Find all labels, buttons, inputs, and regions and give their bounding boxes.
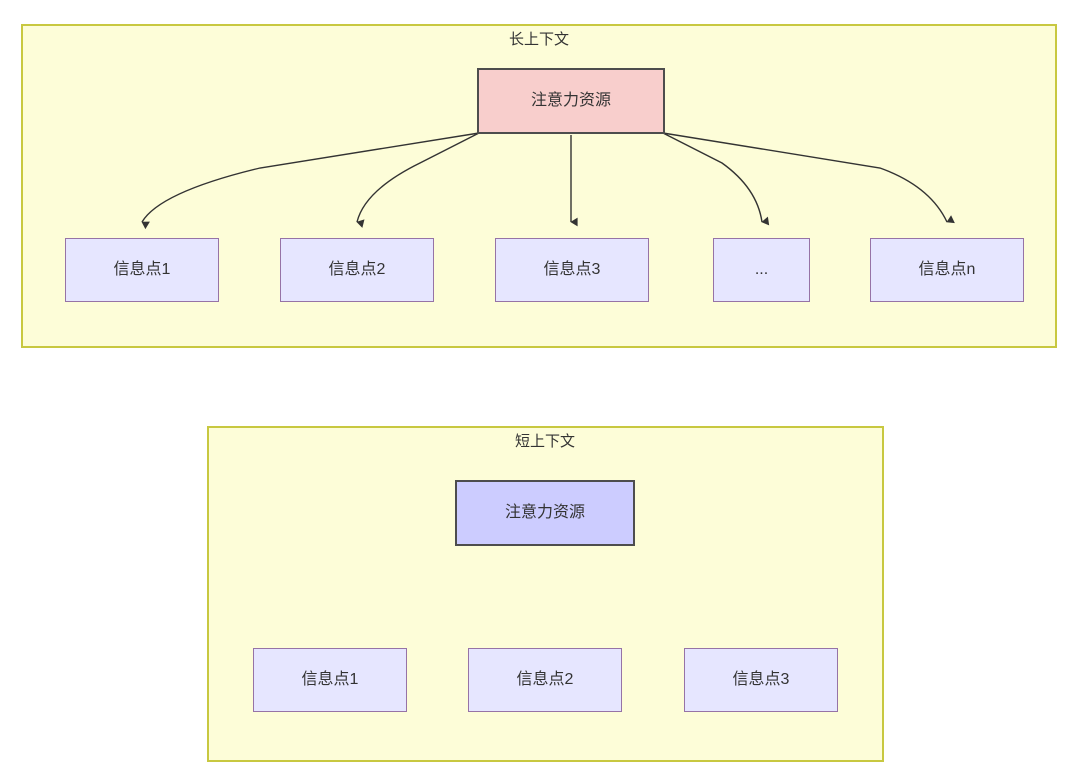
node-info-point-l2[interactable]: 信息点2 <box>280 238 434 302</box>
group-title-short-context: 短上下文 <box>514 433 575 450</box>
node-info-point-ellipsis[interactable]: ... <box>713 238 810 302</box>
node-info-point-ln[interactable]: 信息点n <box>870 238 1024 302</box>
node-info-point-s1[interactable]: 信息点1 <box>253 648 407 712</box>
group-title-long-context: 长上下文 <box>508 31 569 48</box>
node-info-point-s3[interactable]: 信息点3 <box>684 648 838 712</box>
node-attention-resource-short[interactable]: 注意力资源 <box>455 480 635 546</box>
node-info-point-l3[interactable]: 信息点3 <box>495 238 649 302</box>
node-info-point-s2[interactable]: 信息点2 <box>468 648 622 712</box>
node-info-point-l1[interactable]: 信息点1 <box>65 238 219 302</box>
node-attention-resource-long[interactable]: 注意力资源 <box>477 68 665 134</box>
